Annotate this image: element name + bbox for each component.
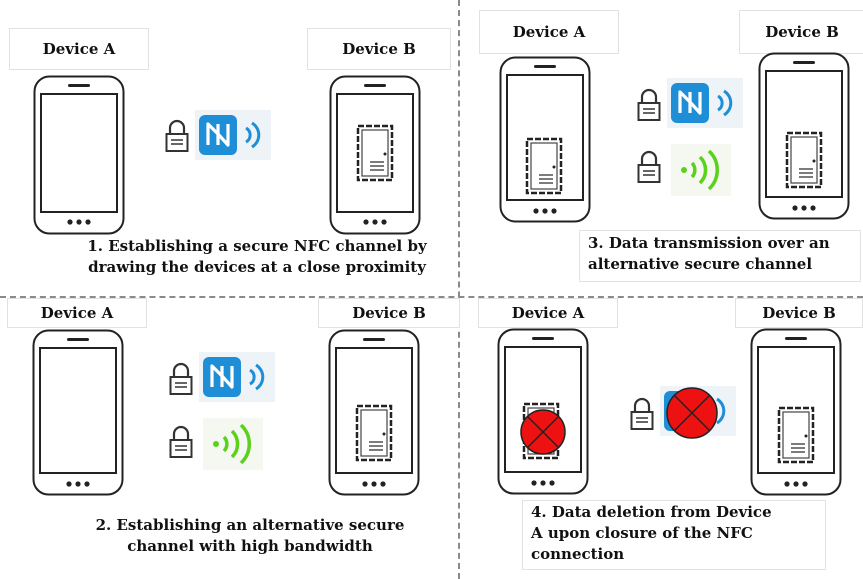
panel4-device-b-label: Device B xyxy=(735,298,863,328)
panel3-device-a-document-icon xyxy=(525,137,563,195)
panel1-caption: 1. Establishing a secure NFC channel by … xyxy=(67,236,447,278)
panel3-device-a-label: Device A xyxy=(479,10,619,54)
panel4-nfc-delete-icon xyxy=(666,387,718,439)
panel3-wireless-signal-icon xyxy=(671,144,731,196)
panel1-device-a xyxy=(33,75,125,235)
panel2-caption: 2. Establishing an alternative secure ch… xyxy=(60,515,440,557)
panel3-nfc-lock-icon xyxy=(637,88,661,121)
panel3-device-b-label: Device B xyxy=(739,10,863,54)
panel4-caption-line3: connection xyxy=(531,545,625,563)
panel3-caption-line1: 3. Data transmission over an xyxy=(588,234,830,252)
panel3-device-b-document-icon xyxy=(785,131,823,189)
horizontal-divider xyxy=(0,296,863,298)
panel2-caption-line1: 2. Establishing an alternative secure xyxy=(95,516,405,534)
panel4-caption-line1: 4. Data deletion from Device xyxy=(531,503,772,521)
vertical-divider xyxy=(458,0,460,579)
panel4-caption: 4. Data deletion from Device A upon clos… xyxy=(522,500,826,570)
panel2-nfc-lock-icon xyxy=(169,362,193,395)
panel2-wireless-lock-icon xyxy=(169,425,193,458)
panel2-device-a-label: Device A xyxy=(7,298,147,328)
panel2-document-icon xyxy=(355,404,393,462)
panel1-document-icon xyxy=(356,124,394,182)
panel2-device-b-label: Device B xyxy=(318,298,460,328)
panel1-caption-line1: 1. Establishing a secure NFC channel by xyxy=(87,237,427,255)
panel4-device-b-document-icon xyxy=(777,406,815,464)
panel1-lock-icon xyxy=(165,119,189,152)
panel2-wireless-signal-icon xyxy=(203,418,263,470)
panel2-caption-line2: channel with high bandwidth xyxy=(127,537,373,555)
panel3-caption-line2: alternative secure channel xyxy=(588,255,813,273)
panel4-device-a-label: Device A xyxy=(478,298,618,328)
panel1-device-a-label: Device A xyxy=(9,28,149,70)
panel3-wireless-lock-icon xyxy=(637,150,661,183)
panel2-nfc-icon xyxy=(199,352,275,402)
panel4-lock-icon xyxy=(630,397,654,430)
panel4-caption-line2: A upon closure of the NFC xyxy=(531,524,753,542)
panel3-nfc-icon xyxy=(667,78,743,128)
panel1-device-b-label: Device B xyxy=(307,28,451,70)
panel3-caption: 3. Data transmission over an alternative… xyxy=(579,230,861,282)
panel4-device-a-delete-icon xyxy=(520,409,566,455)
panel1-caption-line2: drawing the devices at a close proximity xyxy=(88,258,426,276)
panel2-device-a xyxy=(32,329,124,496)
panel1-nfc-icon xyxy=(195,110,271,160)
